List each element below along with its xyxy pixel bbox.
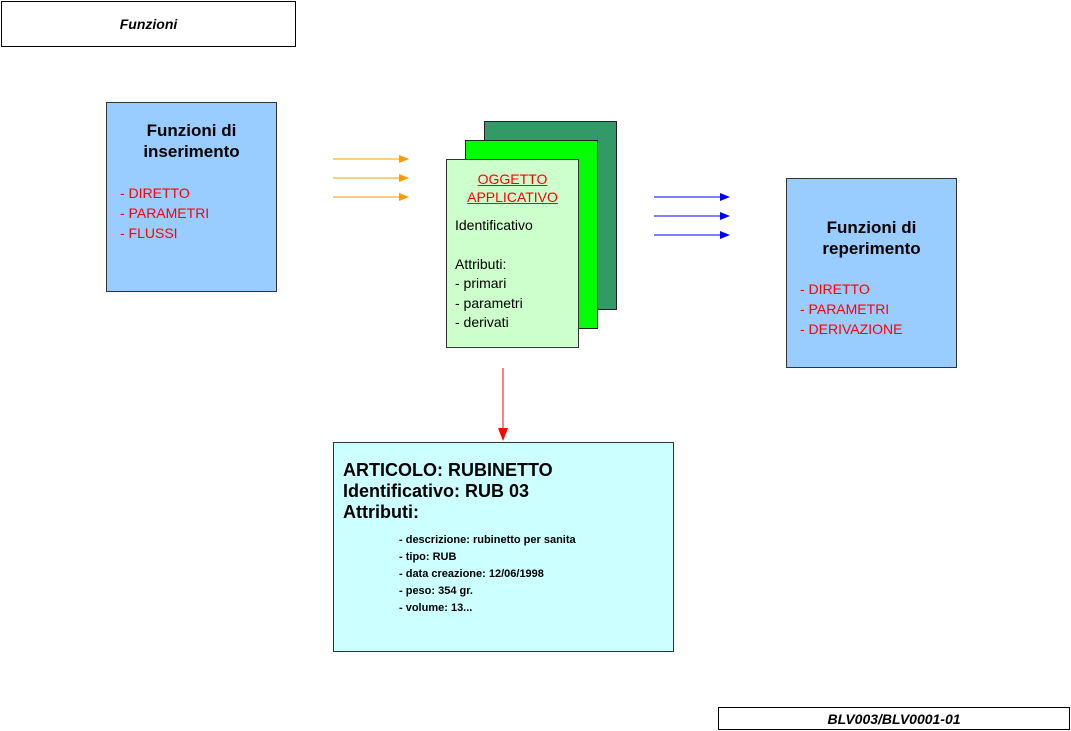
retrieve-item-parameters: - PARAMETRI	[800, 301, 890, 317]
insert-item-parameters: - PARAMETRI	[120, 205, 210, 221]
insert-item-flows: - FLUSSI	[120, 225, 178, 241]
application-object-sheet: OGGETTO APPLICATIVO Identificativo Attri…	[446, 159, 579, 348]
article-detail-weight: - peso: 354 gr.	[399, 585, 473, 597]
object-attributes-label: Attributi:	[455, 255, 507, 272]
retrieve-heading-line-2: reperimento	[822, 239, 921, 258]
object-attribute-parameters: - parametri	[455, 294, 523, 311]
object-title-line-2: APPLICATIVO	[467, 189, 558, 205]
article-name: ARTICOLO: RUBINETTO	[343, 460, 553, 480]
insert-heading-line-2: inserimento	[143, 142, 240, 161]
object-attribute-primary: - primari	[455, 275, 507, 291]
object-identifier: Identificativo	[455, 217, 533, 233]
object-title-line-1: OGGETTO	[477, 171, 548, 187]
article-detail-volume: - volume: 13...	[399, 602, 473, 614]
article-attributes-label: Attributi:	[343, 502, 419, 522]
article-header: ARTICOLO: RUBINETTO Identificativo: RUB …	[334, 443, 673, 523]
article-identifier: Identificativo: RUB 03	[343, 481, 530, 501]
retrieve-item-direct: - DIRETTO	[800, 281, 870, 297]
retrieve-heading-line-1: Funzioni di	[826, 218, 917, 237]
retrieve-items: - DIRETTO - PARAMETRI - DERIVAZIONE	[787, 279, 956, 339]
article-details: - descrizione: rubinetto per sanita - ti…	[334, 532, 673, 617]
insert-functions-panel: Funzioni di inserimento - DIRETTO - PARA…	[106, 102, 277, 292]
insert-items: - DIRETTO - PARAMETRI - FLUSSI	[107, 183, 276, 243]
retrieve-item-derivation: - DERIVAZIONE	[800, 321, 903, 337]
arrow-down-head	[498, 428, 508, 441]
article-example-box: ARTICOLO: RUBINETTO Identificativo: RUB …	[333, 442, 674, 652]
article-detail-description: - descrizione: rubinetto per sanita	[399, 534, 576, 546]
object-attribute-derived: - derivati	[455, 314, 509, 330]
article-detail-created: - data creazione: 12/06/1998	[399, 568, 544, 580]
insert-heading-line-1: Funzioni di	[146, 121, 237, 140]
diagram-title: Funzioni	[1, 1, 296, 47]
retrieve-functions-panel: Funzioni di reperimento - DIRETTO - PARA…	[786, 178, 957, 368]
object-title: OGGETTO APPLICATIVO	[447, 170, 578, 206]
insert-item-direct: - DIRETTO	[120, 185, 190, 201]
article-detail-type: - tipo: RUB	[399, 551, 457, 563]
insert-heading: Funzioni di inserimento	[107, 120, 276, 162]
document-code: BLV003/BLV0001-01	[718, 707, 1070, 730]
retrieve-heading: Funzioni di reperimento	[787, 217, 956, 259]
